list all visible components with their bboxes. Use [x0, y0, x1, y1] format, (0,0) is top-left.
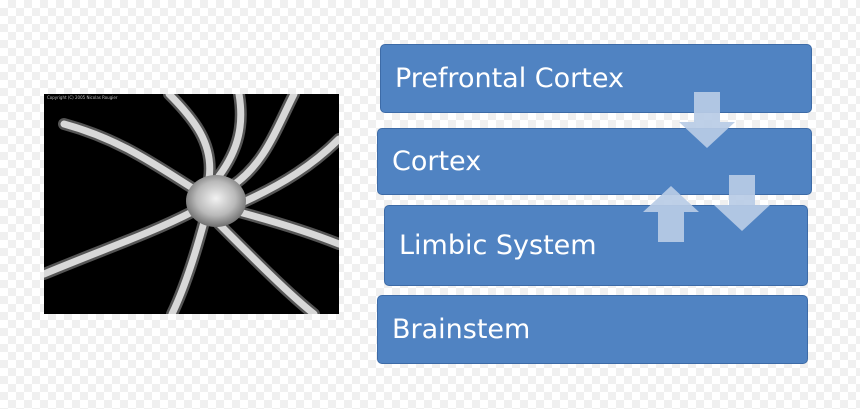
level-brainstem: Brainstem: [377, 295, 808, 364]
arrow-down-icon: [679, 92, 735, 148]
neuron-icon: [44, 94, 339, 314]
level-label: Brainstem: [392, 314, 531, 345]
level-label: Cortex: [392, 146, 482, 177]
arrow-down-icon: [714, 175, 770, 231]
level-limbic-system: Limbic System: [384, 205, 808, 286]
neuron-image: Copyright (C) 2005 Nicolas Rougier: [44, 94, 339, 314]
level-cortex: Cortex: [377, 128, 812, 195]
level-label: Limbic System: [399, 230, 597, 261]
level-prefrontal-cortex: Prefrontal Cortex: [380, 44, 812, 113]
level-label: Prefrontal Cortex: [395, 63, 624, 94]
copyright-notice: Copyright (C) 2005 Nicolas Rougier: [47, 95, 118, 100]
arrow-up-icon: [643, 186, 699, 242]
